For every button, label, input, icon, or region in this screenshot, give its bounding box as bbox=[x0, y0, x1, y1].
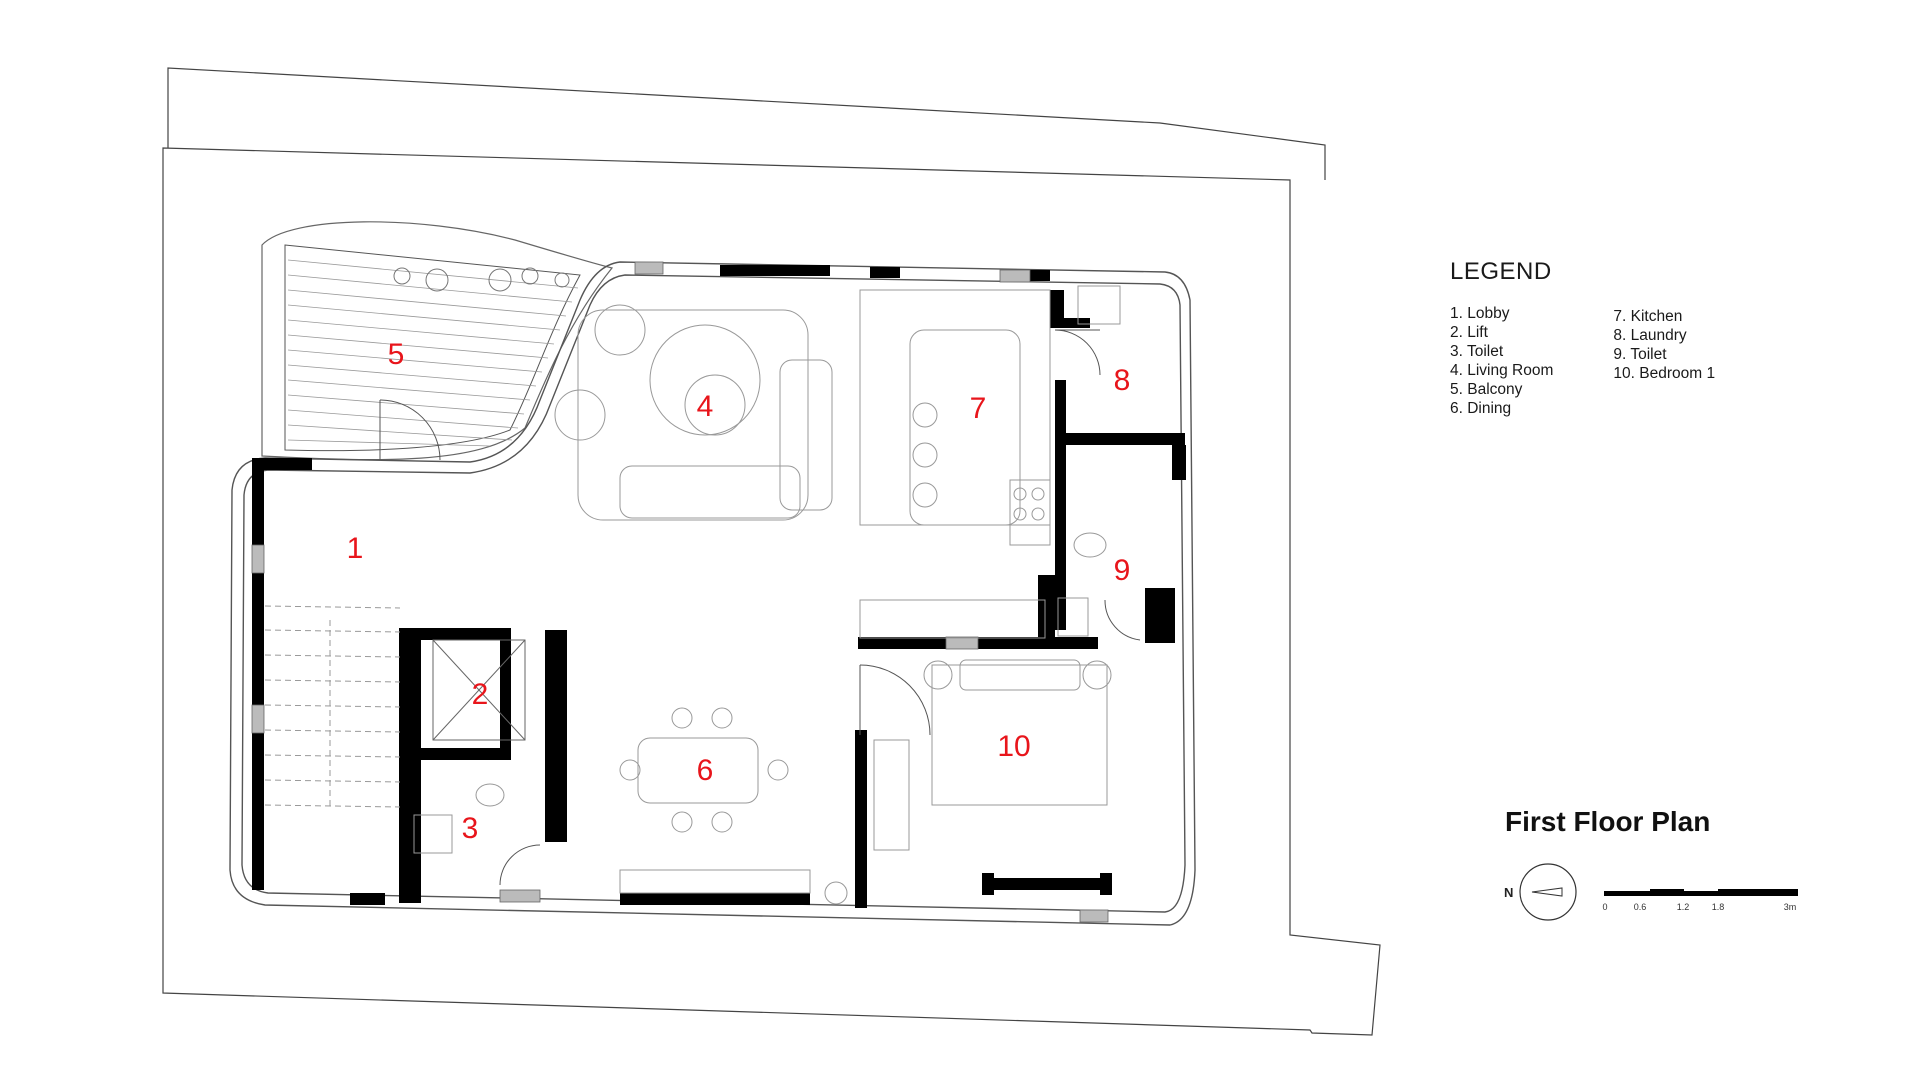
room-number-9: 9 bbox=[1114, 554, 1131, 587]
room-number-6: 6 bbox=[697, 754, 714, 787]
plan-title: First Floor Plan bbox=[1505, 806, 1711, 837]
scale-label-0.6: 0.6 bbox=[1634, 902, 1647, 912]
wall-hatch bbox=[251, 261, 1109, 923]
scale-label-1.2: 1.2 bbox=[1677, 902, 1690, 912]
room-number-7: 7 bbox=[970, 392, 987, 425]
scale-label-1.8: 1.8 bbox=[1712, 902, 1725, 912]
legend: LEGEND 1. Lobby 2. Lift 3. Toilet 4. Liv… bbox=[1450, 258, 1715, 418]
room-number-8: 8 bbox=[1114, 364, 1131, 397]
scale-label-3m: 3m bbox=[1784, 902, 1797, 912]
scale-bar: 0 0.6 1.2 1.8 3m bbox=[1602, 889, 1798, 912]
room-number-4: 4 bbox=[697, 390, 714, 423]
legend-item: 5. Balcony bbox=[1450, 381, 1523, 398]
legend-item: 6. Dining bbox=[1450, 400, 1512, 417]
staircase bbox=[264, 605, 401, 810]
room-number-10: 10 bbox=[997, 730, 1030, 763]
legend-item: 7. Kitchen bbox=[1613, 308, 1683, 325]
room-number-1: 1 bbox=[347, 532, 364, 565]
room-number-5: 5 bbox=[388, 338, 405, 371]
doors bbox=[379, 329, 1141, 886]
legend-column-1: 1. Lobby 2. Lift 3. Toilet 4. Living Roo… bbox=[1450, 304, 1553, 418]
walls bbox=[252, 265, 1186, 908]
legend-item: 1. Lobby bbox=[1450, 305, 1510, 322]
room-numbers: 1 2 3 4 5 6 7 8 9 10 bbox=[347, 338, 1131, 845]
room-number-2: 2 bbox=[472, 678, 489, 711]
scale-label-0: 0 bbox=[1602, 902, 1607, 912]
legend-columns: 1. Lobby 2. Lift 3. Toilet 4. Living Roo… bbox=[1450, 304, 1715, 418]
legend-item: 9. Toilet bbox=[1613, 346, 1667, 363]
exterior-outline bbox=[229, 261, 1196, 926]
legend-item: 10. Bedroom 1 bbox=[1613, 365, 1716, 382]
lift-car bbox=[432, 639, 526, 741]
balcony-area bbox=[261, 221, 614, 461]
room-number-3: 3 bbox=[462, 812, 479, 845]
legend-item: 4. Living Room bbox=[1450, 362, 1554, 379]
legend-column-2: 7. Kitchen 8. Laundry 9. Toilet 10. Bedr… bbox=[1613, 307, 1715, 418]
legend-title: LEGEND bbox=[1450, 258, 1552, 285]
north-label: N bbox=[1504, 885, 1513, 900]
north-arrow-icon: N bbox=[1504, 863, 1577, 921]
furniture bbox=[413, 285, 1121, 905]
legend-item: 2. Lift bbox=[1450, 324, 1488, 341]
legend-item: 8. Laundry bbox=[1613, 327, 1687, 344]
site-boundary bbox=[162, 67, 1381, 1036]
legend-item: 3. Toilet bbox=[1450, 343, 1504, 360]
